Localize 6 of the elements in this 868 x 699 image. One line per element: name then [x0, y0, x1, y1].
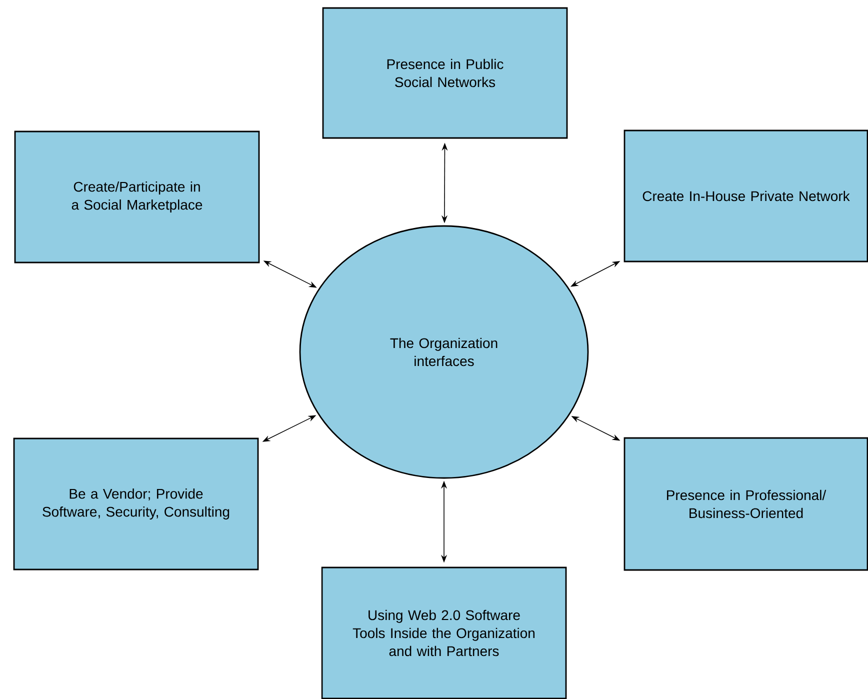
process-box: Presence in Public Social Networks: [322, 7, 568, 139]
process-box: Be a Vendor; Provide Software, Security, Consulting: [13, 438, 259, 570]
process-box: Presence in Professional/ Business-Oriented: [624, 437, 868, 571]
process-box: Create In-House Private Network: [624, 130, 868, 262]
process-box: Using Web 2.0 Software Tools Inside the Organization and with Partners: [321, 566, 567, 699]
process-box: Create/Participate in a Social Marketplace: [14, 130, 260, 264]
